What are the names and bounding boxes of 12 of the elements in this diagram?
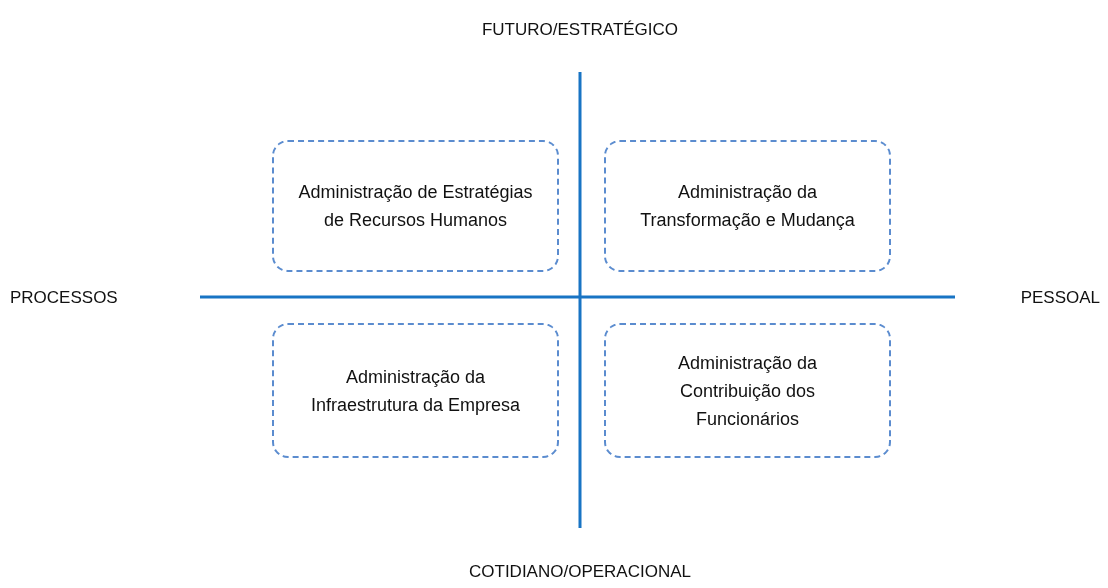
box-text: Administração da Transformação e Mudança	[639, 181, 856, 232]
box-text: Administração da Contribuição dos Funcionários	[676, 351, 819, 431]
axis-label: PROCESSOS	[10, 288, 118, 308]
axis-label: FUTURO/ESTRATÉGICO	[481, 20, 679, 40]
box-text: Administração da Infraestrutura da Empresa	[309, 365, 522, 417]
axis-label: PESSOAL	[1020, 288, 1100, 308]
dashed-box	[272, 140, 559, 272]
dashed-box	[604, 323, 891, 458]
dashed-box	[272, 323, 559, 458]
axis-label: COTIDIANO/OPERACIONAL	[469, 562, 691, 582]
box-text: Administração de Estratégias de Recursos Humanos	[297, 181, 534, 232]
dashed-box	[604, 140, 891, 272]
